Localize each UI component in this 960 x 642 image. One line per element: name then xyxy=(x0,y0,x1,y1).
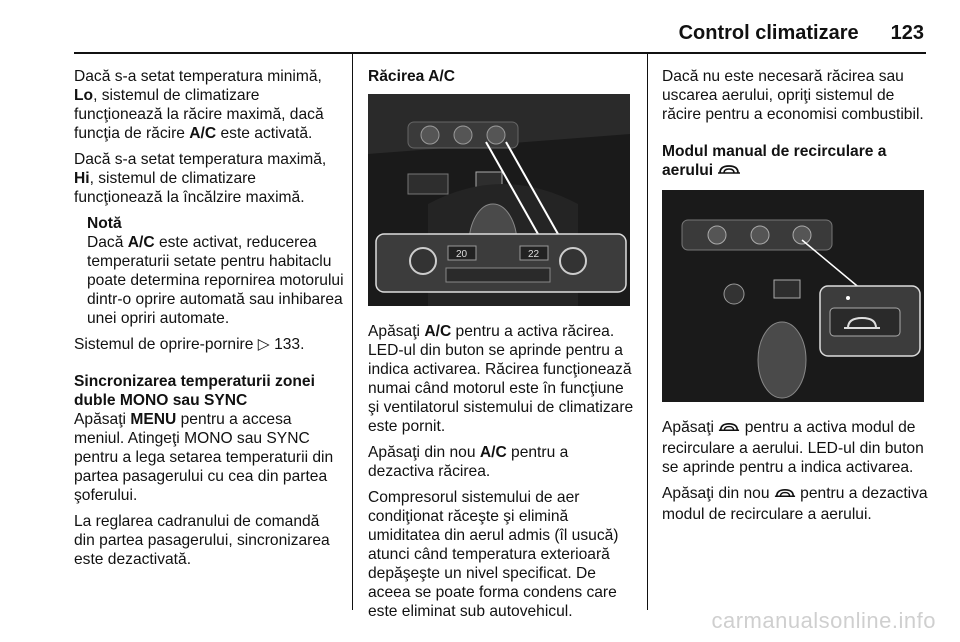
paragraph-stop-start: Sistemul de oprire-pornire ▷ 133. xyxy=(74,336,305,353)
header-rule xyxy=(74,52,926,54)
paragraph-compressor: Compresorul sistemului de aer condiţiona… xyxy=(368,489,619,620)
header-title: Control climatizare xyxy=(678,22,859,44)
paragraph-ac-deactivate: Apăsaţi din nou A/C pentru a dezactiva r… xyxy=(368,444,569,480)
note-block: Notă Dacă A/C este activat, reducerea te… xyxy=(87,214,344,328)
note-text: Dacă A/C este activat, reducerea tempera… xyxy=(87,234,344,327)
recirculation-icon-inline xyxy=(718,420,740,439)
paragraph-min-temp: Dacă s-a setat temperatura minimă, Lo, s… xyxy=(74,68,324,142)
paragraph-recirc-deactivate: Apăsaţi din nou pentru a dezactiva modul… xyxy=(662,485,928,523)
page-reference-link[interactable]: ▷ 133. xyxy=(257,336,305,353)
column-1: Dacă s-a setat temperatura minimă, Lo, s… xyxy=(74,67,344,576)
recirculation-illustration xyxy=(662,190,924,402)
recirculation-icon xyxy=(717,163,741,182)
recirculation-panel-image xyxy=(662,190,924,402)
watermark: carmanualsonline.info xyxy=(711,608,936,633)
heading-ac-cooling: Răcirea A/C xyxy=(368,68,455,85)
paragraph-menu: Apăsaţi MENU pentru a accesa meniul. Ati… xyxy=(74,411,334,504)
page-header: Control climatizare 123 xyxy=(0,22,924,45)
paragraph-recirc-activate: Apăsaţi pentru a activa modul de recircu… xyxy=(662,419,924,476)
page-number: 123 xyxy=(890,22,924,44)
paragraph-max-temp: Dacă s-a setat temperatura maximă, Hi, s… xyxy=(74,151,327,206)
ac-panel-illustration: 20 22 xyxy=(368,94,630,306)
heading-sync: Sincronizarea temperaturii zonei duble M… xyxy=(74,373,315,409)
column-3: Dacă nu este necesară răcirea sau uscare… xyxy=(662,67,928,531)
column-divider-2 xyxy=(647,54,648,610)
column-divider-1 xyxy=(352,54,353,610)
paragraph-save-fuel: Dacă nu este necesară răcirea sau uscare… xyxy=(662,68,924,123)
column-2: Răcirea A/C 20 22 Apăsaţi A/C pentru a a… xyxy=(368,67,636,628)
paragraph-ac-activate: Apăsaţi A/C pentru a activa răcirea. LED… xyxy=(368,323,634,435)
heading-recirculation: Modul manual de recirculare a aerului xyxy=(662,142,928,182)
right-temp-display: 22 xyxy=(528,249,540,260)
paragraph-sync-off: La reglarea cadranului de comandă din pa… xyxy=(74,513,330,568)
recirculation-icon-inline-2 xyxy=(774,486,796,505)
left-temp-display: 20 xyxy=(456,249,468,260)
ac-control-panel-image: 20 22 xyxy=(368,94,630,306)
note-title: Notă xyxy=(87,215,122,232)
